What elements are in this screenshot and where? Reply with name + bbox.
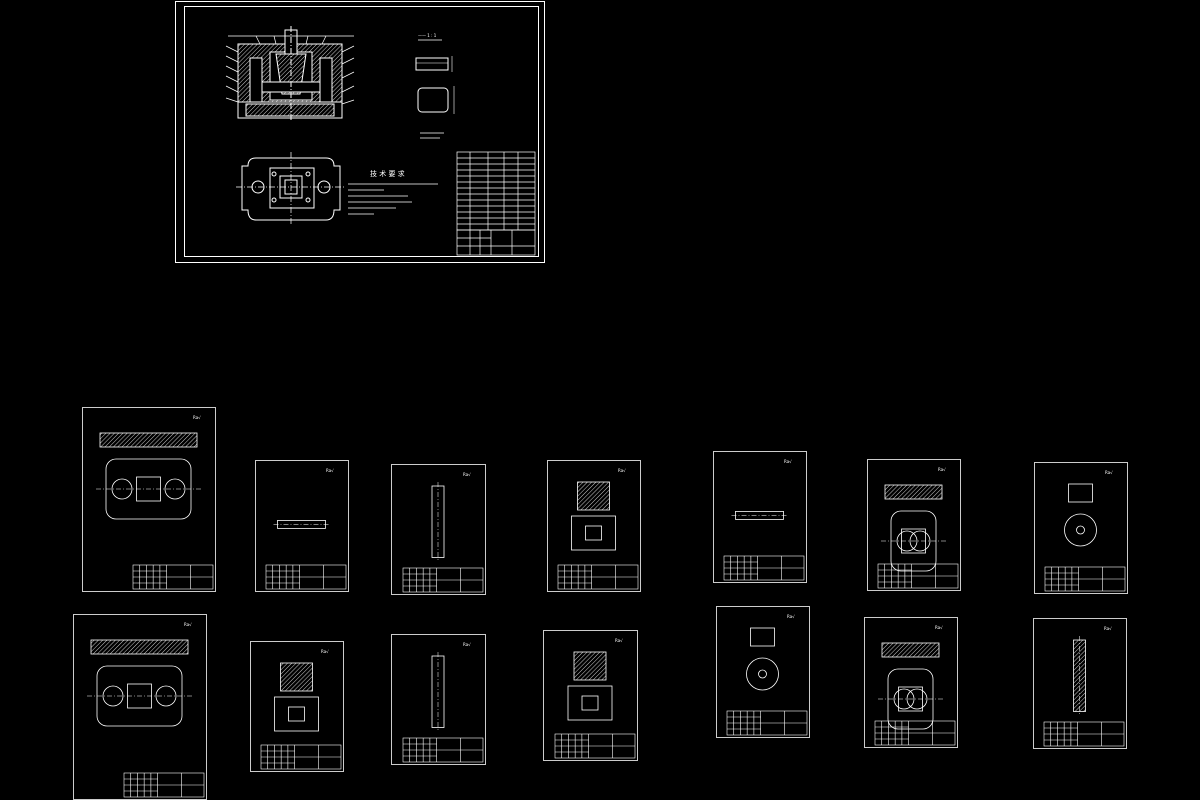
surface-roughness-mark: Ra√	[321, 649, 329, 654]
sheet-border	[82, 407, 216, 592]
title-block[interactable]	[874, 720, 956, 746]
part-view[interactable]	[571, 481, 616, 551]
detail-sheet-4[interactable]: Ra√	[547, 460, 641, 592]
title-block[interactable]	[557, 564, 639, 590]
title-block[interactable]	[402, 737, 484, 763]
detail-sheet-3[interactable]: Ra√	[391, 464, 486, 595]
die-section-view[interactable]	[225, 26, 355, 122]
detail-sheet-5[interactable]: Ra√	[713, 451, 807, 583]
title-block[interactable]	[1044, 566, 1126, 592]
title-block[interactable]	[1043, 721, 1125, 747]
detail-sheet-7[interactable]: Ra√	[1034, 462, 1128, 594]
sheet-border	[864, 617, 958, 748]
part-view[interactable]	[567, 651, 613, 721]
part-view[interactable]	[1064, 483, 1097, 547]
technical-requirements-title: 技 术 要 求	[370, 169, 405, 178]
surface-roughness-mark: Ra√	[787, 614, 795, 619]
title-block[interactable]	[456, 229, 536, 256]
technical-requirements-block	[348, 183, 438, 215]
part-notes	[420, 132, 444, 139]
title-block[interactable]	[123, 772, 205, 798]
detail-sheet-1[interactable]: Ra√	[82, 407, 216, 592]
surface-roughness-mark: Ra√	[1105, 470, 1113, 475]
sheet-border	[391, 464, 486, 595]
detail-sheet-12[interactable]: Ra√	[716, 606, 810, 738]
surface-roughness-mark: Ra√	[935, 625, 943, 630]
part-view[interactable]	[274, 662, 319, 732]
assembly-drawing-sheet[interactable]	[175, 1, 545, 263]
part-view[interactable]	[1073, 636, 1086, 716]
sheet-inner-border	[184, 6, 539, 257]
view-scale-note: —— 1 : 1	[418, 33, 437, 38]
sheet-border	[716, 606, 810, 738]
detail-sheet-8[interactable]: Ra√	[73, 614, 207, 800]
bill-of-materials-table[interactable]	[456, 151, 536, 231]
sheet-border	[255, 460, 349, 592]
part-view[interactable]	[431, 482, 445, 562]
surface-roughness-mark: Ra√	[618, 468, 626, 473]
title-block[interactable]	[260, 744, 342, 770]
part-view[interactable]	[881, 484, 946, 572]
surface-roughness-mark: Ra√	[463, 472, 471, 477]
surface-roughness-mark: Ra√	[463, 642, 471, 647]
detail-sheet-14[interactable]: Ra√	[1033, 618, 1127, 749]
title-block[interactable]	[554, 733, 636, 759]
surface-roughness-mark: Ra√	[938, 467, 946, 472]
part-view[interactable]	[87, 639, 192, 727]
detail-sheet-6[interactable]: Ra√	[867, 459, 961, 591]
sheet-border	[1033, 618, 1127, 749]
balloon-leaders	[225, 35, 355, 105]
part-view[interactable]	[273, 520, 330, 529]
part-view[interactable]	[731, 510, 788, 520]
title-block[interactable]	[265, 564, 347, 590]
title-block[interactable]	[132, 564, 214, 590]
title-block[interactable]	[877, 563, 959, 589]
surface-roughness-mark: Ra√	[784, 459, 792, 464]
surface-roughness-mark: Ra√	[184, 622, 192, 627]
sheet-border	[713, 451, 807, 583]
sheet-border	[1034, 462, 1128, 594]
sheet-border	[547, 460, 641, 592]
detail-sheet-11[interactable]: Ra√	[543, 630, 638, 761]
part-view[interactable]	[431, 652, 445, 732]
sheet-border	[867, 459, 961, 591]
detail-sheet-9[interactable]: Ra√	[250, 641, 344, 772]
title-block[interactable]	[726, 710, 808, 736]
surface-roughness-mark: Ra√	[1104, 626, 1112, 631]
detail-sheet-2[interactable]: Ra√	[255, 460, 349, 592]
blank-part-view[interactable]	[415, 39, 455, 114]
sheet-border	[250, 641, 344, 772]
surface-roughness-mark: Ra√	[193, 415, 201, 420]
surface-roughness-mark: Ra√	[326, 468, 334, 473]
die-plan-view[interactable]	[236, 152, 346, 226]
sheet-border	[543, 630, 638, 761]
sheet-border	[391, 634, 486, 765]
title-block[interactable]	[723, 555, 805, 581]
part-view[interactable]	[96, 432, 201, 520]
detail-sheet-10[interactable]: Ra√	[391, 634, 486, 765]
sheet-outer-border	[175, 1, 545, 263]
part-view[interactable]	[746, 627, 779, 691]
part-view[interactable]	[878, 642, 943, 730]
surface-roughness-mark: Ra√	[615, 638, 623, 643]
detail-sheets-group[interactable]: Ra√ Ra√ Ra√ Ra√ Ra√ Ra√ Ra√ Ra√ Ra√ Ra√ Ra√ Ra√ Ra√ R…	[73, 407, 1128, 800]
detail-sheet-13[interactable]: Ra√	[864, 617, 958, 748]
title-block[interactable]	[402, 567, 484, 593]
